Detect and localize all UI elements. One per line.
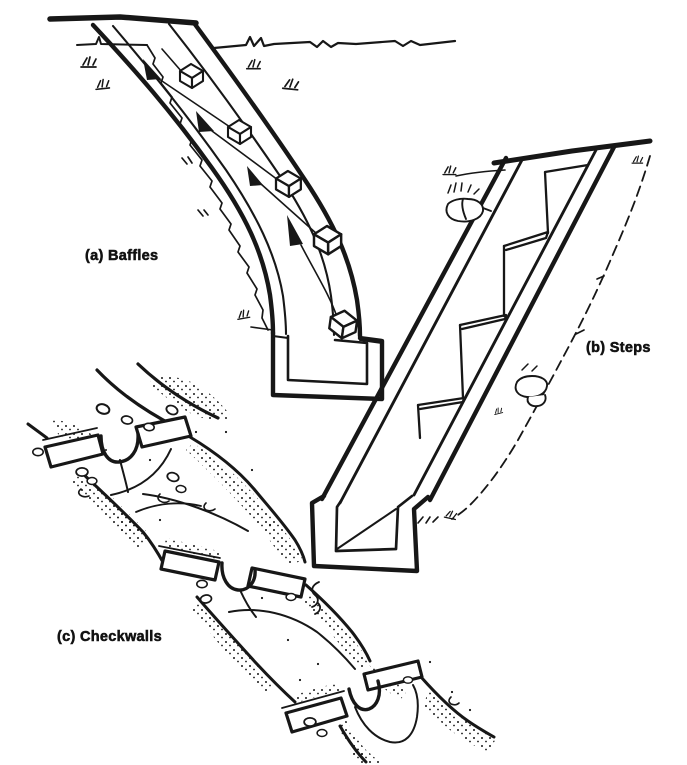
step-tread: [502, 230, 550, 252]
channel-banks-c: [26, 362, 496, 764]
notch: [99, 432, 140, 464]
notch: [220, 561, 257, 592]
rock-doodles-b: [445, 182, 548, 408]
steps-top-edge: [491, 138, 653, 166]
baffle-block: [312, 224, 343, 256]
baffle-channel-walls: [90, 20, 363, 339]
checkwall-3: [281, 659, 424, 734]
checkwalls-panel: (c) Checkwalls: [26, 362, 496, 764]
checkwall-board: [43, 433, 105, 469]
checkwalls-label: (c) Checkwalls: [57, 629, 162, 645]
steps: [416, 163, 590, 440]
steps-panel: (b) Steps: [309, 138, 653, 615]
checkwall-board: [134, 415, 193, 449]
checkwall-board: [284, 696, 349, 734]
baffle-wall-fins: [143, 59, 303, 246]
checkwall-board: [246, 566, 307, 599]
step-tread: [458, 313, 508, 331]
stilling-basin-b: [309, 493, 431, 574]
baffle-block: [226, 118, 253, 146]
step: [458, 323, 465, 400]
scour-pool-arcs: [77, 448, 460, 744]
baffle-block: [274, 169, 302, 199]
checkwall-2: [158, 545, 307, 618]
crest-line: [47, 14, 199, 26]
channel-floor-joints: [158, 48, 338, 331]
baffles-label: (a) Baffles: [85, 248, 158, 264]
baffle-block: [178, 62, 205, 90]
steps-label: (b) Steps: [586, 340, 651, 356]
gravel-stipple: [52, 376, 496, 764]
checkwall-board: [159, 549, 221, 582]
stilling-basin-a: [270, 330, 385, 402]
step-tread: [416, 396, 466, 411]
notch: [347, 679, 382, 712]
step: [543, 163, 590, 235]
ground-lines-a: [76, 35, 457, 331]
baffles-panel: (a) Baffles: [47, 14, 457, 402]
step: [416, 403, 422, 440]
